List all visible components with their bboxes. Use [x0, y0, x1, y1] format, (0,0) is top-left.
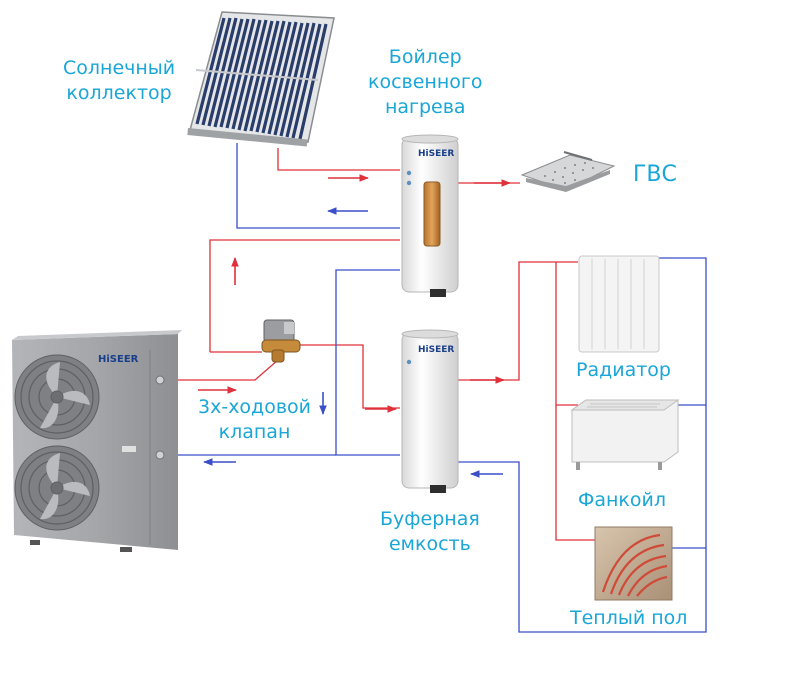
label-solar-collector: Солнечный коллектор	[63, 57, 176, 104]
three-way-valve	[261, 319, 301, 363]
floor-heating	[594, 526, 673, 601]
flow-arrows	[198, 174, 511, 478]
label-buffer-tank: Буферная емкость	[380, 508, 480, 555]
fan-upper	[14, 354, 100, 440]
boiler-tank: HiSEER	[401, 134, 459, 297]
heat-pump-brand-logo: HiSEER	[98, 354, 139, 365]
shower-head	[520, 151, 616, 192]
buffer-tank: HiSEER	[401, 329, 459, 493]
fan-lower	[14, 445, 100, 531]
supply-pipes	[168, 148, 595, 541]
label-radiator: Радиатор	[576, 359, 671, 381]
label-fancoil: Фанкойл	[578, 489, 667, 511]
return-pipes	[168, 143, 707, 633]
fancoil	[570, 399, 680, 470]
solar-collector	[187, 11, 335, 147]
label-valve: 3х-ходовой клапан	[198, 396, 311, 443]
label-floor-heating: Теплый пол	[570, 607, 688, 629]
heat-pump-unit: HiSEER	[12, 330, 182, 552]
radiator	[578, 255, 660, 353]
boiler-brand-logo: HiSEER	[418, 149, 454, 159]
label-hot-water: ГВС	[633, 162, 677, 187]
buffer-brand-logo: HiSEER	[418, 345, 454, 355]
label-boiler: Бойлер косвенного нагрева	[368, 46, 483, 118]
